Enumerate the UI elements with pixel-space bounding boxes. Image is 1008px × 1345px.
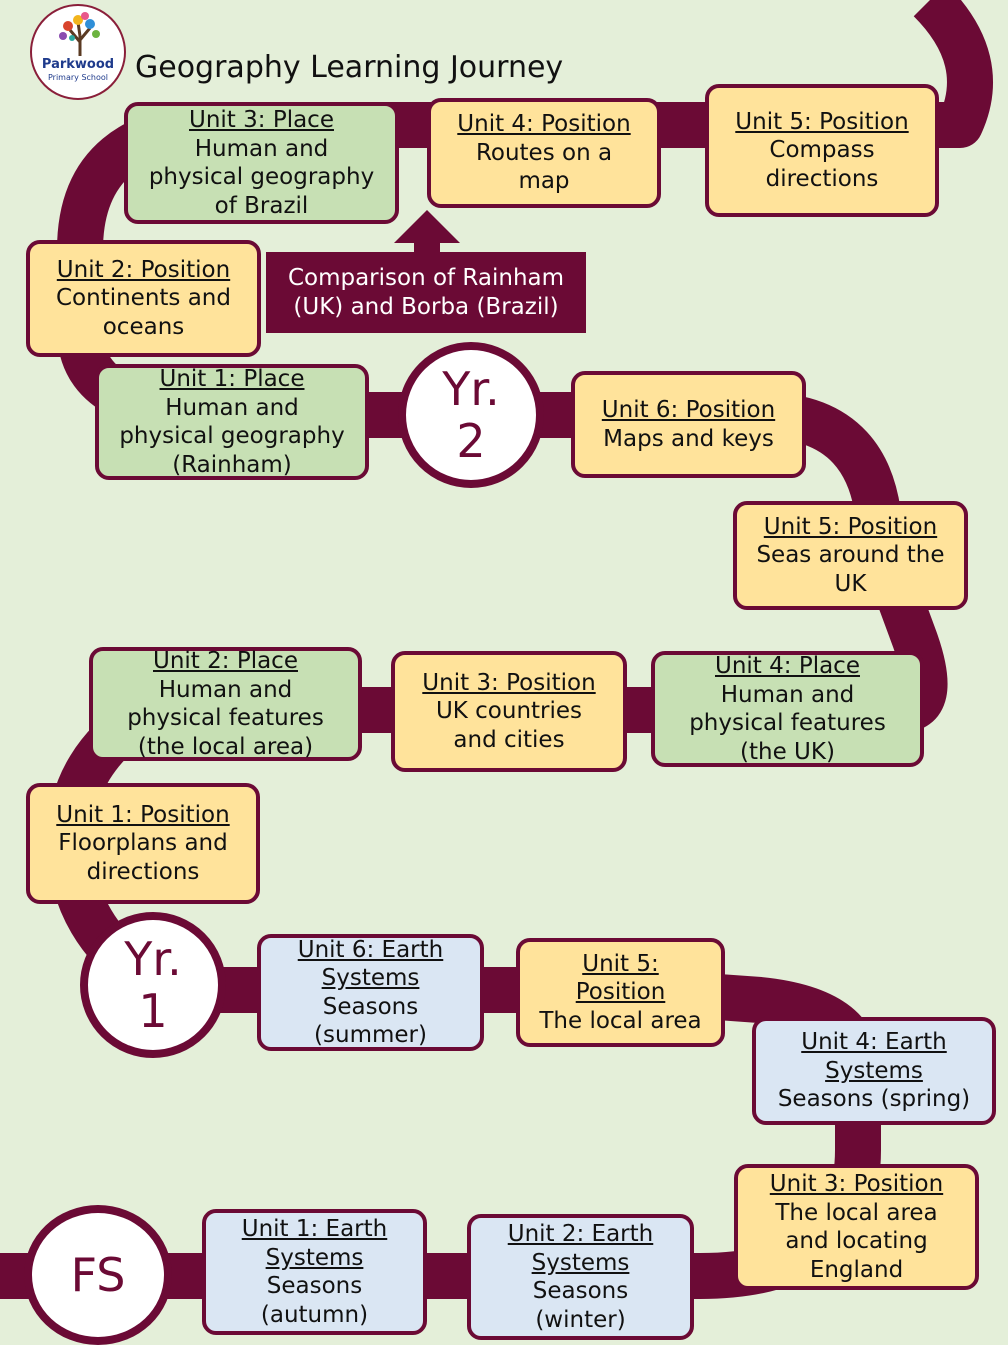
yr1-unit-5-heading: Unit 5: Position xyxy=(763,513,938,540)
page-title: Geography Learning Journey xyxy=(135,50,564,85)
yr2-unit-5-card: Unit 5: Position Compass directions xyxy=(705,84,939,217)
yr1-unit-6-card: Unit 6: Position Maps and keys xyxy=(571,371,806,478)
yr2-unit-1-text: Human and xyxy=(165,394,299,421)
milestone-fs: FS xyxy=(24,1205,172,1345)
yr1-unit-6-heading: Unit 6: Position xyxy=(601,397,776,423)
yr2-unit-4-text-2: map xyxy=(518,168,570,195)
yr2-unit-5-text: Compass xyxy=(769,137,875,164)
yr1-unit-2-text: Human and xyxy=(158,676,293,703)
fs-unit-4-heading: Unit 4: Earth xyxy=(801,1029,947,1056)
yr1-unit-2-heading: Unit 2: Place xyxy=(153,648,298,674)
yr1-unit-3-text-2: and cities xyxy=(453,726,565,753)
yr2-unit-1-heading: Unit 1: Place xyxy=(159,366,305,392)
logo-school-subtitle: Primary School xyxy=(47,73,108,82)
milestone-yr1-label-top: Yr. xyxy=(124,932,182,986)
yr2-unit-5-text-2: directions xyxy=(765,165,879,192)
fs-unit-6-text-2: (summer) xyxy=(314,1022,427,1048)
yr1-unit-3-heading: Unit 3: Position xyxy=(422,669,596,696)
fs-unit-1-card: Unit 1: Earth Systems Seasons (autumn) xyxy=(202,1209,427,1335)
fs-unit-5-heading: Unit 5: xyxy=(582,950,659,977)
yr1-unit-2-text-2: physical features xyxy=(127,705,324,731)
yr2-unit-4-text: Routes on a xyxy=(475,139,613,166)
yr1-unit-2-card: Unit 2: Place Human and physical feature… xyxy=(89,647,362,761)
fs-unit-5-card: Unit 5: Position The local area xyxy=(516,938,725,1047)
fs-unit-6-card: Unit 6: Earth Systems Seasons (summer) xyxy=(257,934,484,1051)
fs-unit-5-heading-2: Position xyxy=(575,979,666,1006)
comparison-arrow xyxy=(394,210,460,254)
school-logo: Parkwood Primary School xyxy=(30,4,126,100)
yr2-unit-1-card: Unit 1: Place Human and physical geograp… xyxy=(95,364,369,480)
yr1-unit-4-text-2: physical features xyxy=(689,710,886,736)
yr1-unit-2-text-3: (the local area) xyxy=(137,733,314,760)
fs-unit-2-heading: Unit 2: Earth xyxy=(507,1221,654,1247)
yr1-unit-1-card: Unit 1: Position Floorplans and directio… xyxy=(26,783,260,904)
fs-unit-4-text: Seasons (spring) xyxy=(777,1086,971,1113)
fs-unit-3-heading: Unit 3: Position xyxy=(769,1171,944,1197)
yr2-unit-2-text: Continents and xyxy=(55,285,231,312)
milestone-yr2-label-top: Yr. xyxy=(442,362,500,416)
fs-unit-1-text-2: (autumn) xyxy=(260,1301,369,1328)
yr1-unit-4-card: Unit 4: Place Human and physical feature… xyxy=(651,651,924,767)
comparison-note-line1: Comparison of Rainham xyxy=(287,264,565,291)
milestone-yr2-label-bottom: 2 xyxy=(456,414,486,468)
yr2-unit-3-heading: Unit 3: Place xyxy=(189,107,334,133)
fs-unit-3-text-3: England xyxy=(809,1256,904,1283)
yr2-unit-4-card: Unit 4: Position Routes on a map xyxy=(427,98,661,208)
yr1-unit-1-heading: Unit 1: Position xyxy=(56,801,230,828)
yr2-unit-3-text-2: physical geography xyxy=(148,164,375,190)
fs-unit-2-card: Unit 2: Earth Systems Seasons (winter) xyxy=(467,1214,694,1340)
fs-unit-2-text-2: (winter) xyxy=(535,1306,626,1333)
logo-school-name: Parkwood xyxy=(41,57,115,72)
fs-unit-1-heading-2: Systems xyxy=(265,1244,364,1271)
fs-unit-6-heading: Unit 6: Earth xyxy=(297,936,444,963)
yr2-unit-4-heading: Unit 4: Position xyxy=(457,111,631,138)
yr1-unit-1-text-2: directions xyxy=(86,858,200,885)
fs-unit-3-card: Unit 3: Position The local area and loca… xyxy=(734,1164,979,1290)
yr1-unit-4-text: Human and xyxy=(720,681,855,708)
fs-unit-5-text: The local area xyxy=(539,1007,702,1034)
comparison-note: Comparison of Rainham (UK) and Borba (Br… xyxy=(266,252,586,333)
yr1-unit-4-text-3: (the UK) xyxy=(740,738,835,765)
fs-unit-4-card: Unit 4: Earth Systems Seasons (spring) xyxy=(752,1017,996,1125)
fs-unit-2-text: Seasons xyxy=(532,1278,629,1304)
fs-unit-3-text-2: and locating xyxy=(785,1228,928,1254)
tree-icon xyxy=(59,12,100,56)
fs-unit-1-text: Seasons xyxy=(266,1273,363,1299)
yr1-unit-5-text-2: UK xyxy=(834,570,867,597)
milestone-yr2: Yr. 2 xyxy=(398,342,544,488)
yr2-unit-3-text-3: of Brazil xyxy=(214,192,309,219)
milestone-fs-label: FS xyxy=(70,1248,126,1302)
yr1-unit-4-heading: Unit 4: Place xyxy=(715,653,860,679)
fs-unit-6-heading-2: Systems xyxy=(321,965,420,991)
yr2-unit-3-text: Human and xyxy=(194,135,329,162)
fs-unit-3-text: The local area xyxy=(775,1199,938,1226)
yr2-unit-1-text-3: (Rainham) xyxy=(172,451,292,478)
yr2-unit-5-heading: Unit 5: Position xyxy=(735,108,909,135)
milestone-yr1: Yr. 1 xyxy=(80,912,226,1058)
yr1-unit-6-text: Maps and keys xyxy=(603,425,774,452)
yr2-unit-1-text-2: physical geography xyxy=(119,423,345,449)
yr2-unit-2-card: Unit 2: Position Continents and oceans xyxy=(26,240,261,357)
fs-unit-6-text: Seasons xyxy=(322,993,419,1020)
yr1-unit-1-text: Floorplans and xyxy=(58,830,228,857)
comparison-note-line2: (UK) and Borba (Brazil) xyxy=(293,293,559,320)
yr2-unit-2-heading: Unit 2: Position xyxy=(56,256,231,283)
yr1-unit-5-card: Unit 5: Position Seas around the UK xyxy=(733,501,968,610)
fs-unit-4-heading-2: Systems xyxy=(825,1057,923,1084)
fs-unit-2-heading-2: Systems xyxy=(531,1249,630,1276)
yr2-unit-3-card: Unit 3: Place Human and physical geograp… xyxy=(124,102,399,224)
fs-unit-1-heading: Unit 1: Earth xyxy=(241,1216,388,1242)
yr1-unit-3-text: UK countries xyxy=(435,698,583,725)
yr2-unit-2-text-2: oceans xyxy=(102,313,185,340)
yr1-unit-3-card: Unit 3: Position UK countries and cities xyxy=(391,651,627,772)
milestone-yr1-label-bottom: 1 xyxy=(138,984,168,1038)
yr1-unit-5-text: Seas around the xyxy=(756,542,945,569)
